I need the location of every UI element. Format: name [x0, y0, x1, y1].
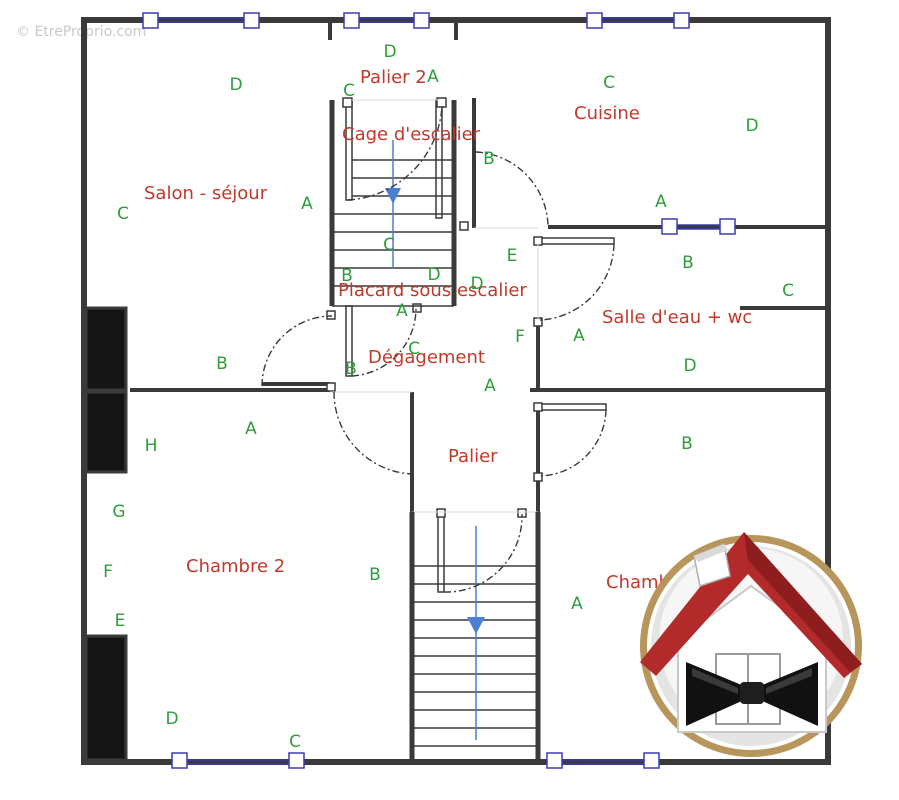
- wall-label: B: [345, 359, 357, 379]
- wall-label: D: [683, 356, 696, 376]
- room-label-degagement: Dégagement: [368, 347, 485, 368]
- wall-label: A: [571, 594, 583, 614]
- windows: [142, 12, 736, 769]
- wall-label: F: [515, 327, 525, 347]
- wall-label: C: [117, 204, 129, 224]
- wall-label: C: [603, 73, 615, 93]
- wall-label: B: [682, 253, 694, 273]
- staircase-lower: [409, 512, 541, 762]
- wall-label: B: [369, 565, 381, 585]
- door-swings: [261, 105, 615, 593]
- guide-lines: [330, 99, 539, 513]
- room-label-chambre2: Chambre 2: [186, 556, 285, 577]
- wall-label: F: [103, 562, 113, 582]
- door-stubs: [345, 99, 615, 593]
- wall-label: A: [484, 376, 496, 396]
- room-label-salon: Salon - séjour: [144, 183, 268, 204]
- wall-label: C: [408, 339, 420, 359]
- room-label-palier: Palier: [448, 446, 498, 467]
- wall-label: B: [681, 434, 693, 454]
- wall-label: D: [229, 75, 242, 95]
- wall-label: C: [383, 235, 395, 255]
- room-labels: Palier 2 Cuisine Cage d'escalier Salon -…: [144, 67, 752, 593]
- room-label-cage: Cage d'escalier: [342, 124, 481, 145]
- room-label-salle-eau: Salle d'eau + wc: [602, 307, 752, 328]
- wall-label: D: [165, 709, 178, 729]
- stair-arrow-lower-icon: [467, 617, 485, 634]
- wall-label: C: [289, 732, 301, 752]
- wall-label: A: [301, 194, 313, 214]
- wall-label: B: [216, 354, 228, 374]
- wall-labels: D C A D C D B C A A C B E B D D C A F A …: [103, 42, 794, 752]
- wall-label: E: [115, 611, 126, 631]
- wall-label: C: [782, 281, 794, 301]
- stair-arrow-upper-icon: [385, 188, 401, 204]
- wall-label: A: [573, 326, 585, 346]
- wall-label: B: [341, 266, 353, 286]
- house-bowtie-logo-icon: [640, 532, 862, 757]
- wall-blocks: [84, 306, 128, 762]
- room-label-cuisine: Cuisine: [574, 103, 640, 124]
- wall-label: D: [383, 42, 396, 62]
- wall-label: G: [112, 502, 125, 522]
- wall-label: A: [427, 67, 439, 87]
- wall-label: D: [745, 116, 758, 136]
- wall-label: A: [245, 419, 257, 439]
- wall-label: A: [396, 301, 408, 321]
- wall-label: A: [655, 192, 667, 212]
- wall-label: C: [343, 81, 355, 101]
- wall-label: D: [427, 265, 440, 285]
- corner-posts: [326, 97, 543, 518]
- wall-label: H: [145, 436, 158, 456]
- room-label-palier2: Palier 2: [360, 67, 427, 88]
- wall-label: B: [483, 149, 495, 169]
- room-label-placard: Placard sous escalier: [338, 280, 527, 301]
- staircase-upper: [329, 100, 457, 307]
- wall-label: E: [507, 246, 518, 266]
- wall-label: D: [470, 274, 483, 294]
